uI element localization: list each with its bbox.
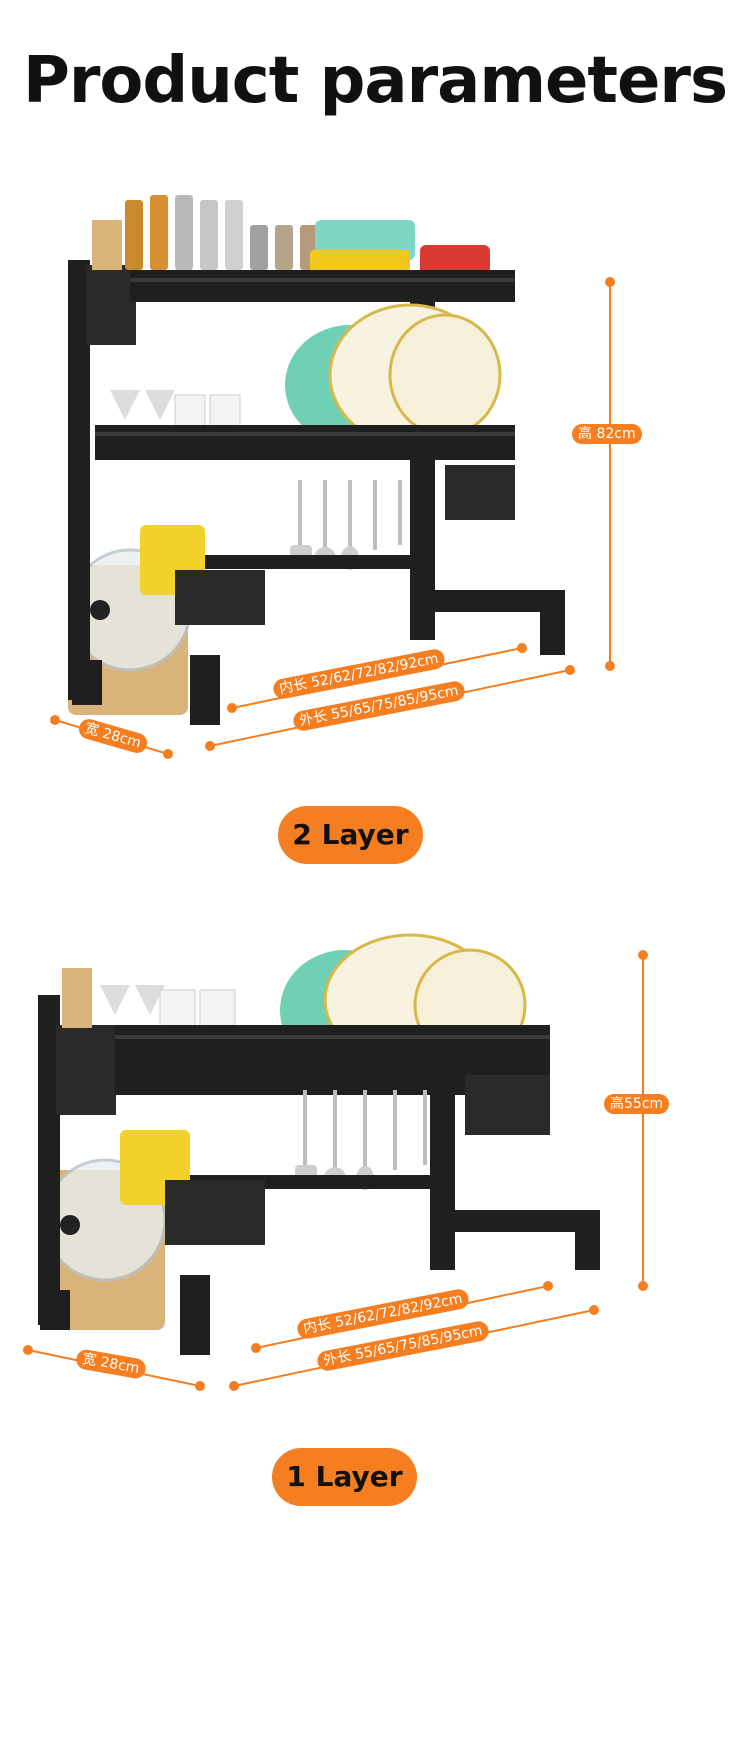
layer-badge: 2 Layer: [278, 806, 423, 864]
rack-lower-bar: [180, 555, 430, 569]
product-2-layer: 高 82cm 内长 52/62/72/82/92cm 外长 55/65/75/8…: [0, 170, 750, 910]
utensil-basket: [465, 1075, 550, 1135]
rack-right-post: [430, 1090, 455, 1270]
sponge-basket: [175, 570, 265, 625]
rack-middle-shelf: [95, 425, 515, 460]
product-1-layer: 高55cm 内长 52/62/72/82/92cm 外长 55/65/75/85…: [0, 930, 750, 1744]
rack-1-layer-image: [23, 933, 648, 1391]
height-label: 高55cm: [604, 1094, 670, 1114]
rack-top-shelf: [130, 270, 515, 302]
hanging-utensils: [303, 1090, 427, 1170]
height-label: 高 82cm: [572, 424, 642, 444]
utensil-basket: [445, 465, 515, 520]
rack-right-post: [410, 460, 435, 640]
spice-bottles: [125, 195, 318, 270]
page-title: Product parameters: [22, 44, 728, 118]
rack-left-post: [68, 260, 90, 700]
utensil-holder: [86, 265, 136, 345]
rack-2-layer-image: [50, 195, 615, 759]
layer-badge: 1 Layer: [272, 1448, 417, 1506]
sponge-basket: [165, 1180, 265, 1245]
rack-left-post: [38, 995, 60, 1325]
hanging-utensils: [298, 480, 402, 550]
plates: [285, 303, 502, 447]
utensil-holder: [56, 1025, 116, 1115]
